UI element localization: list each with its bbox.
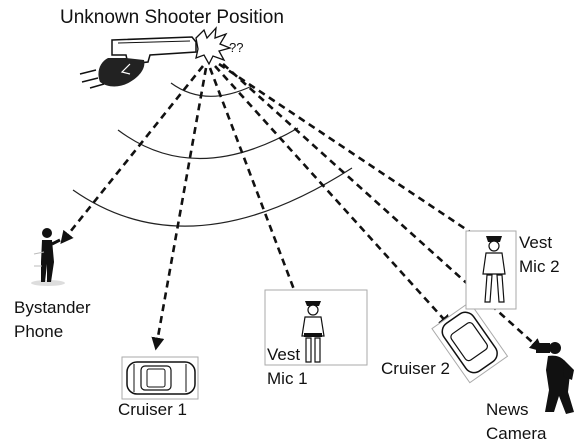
label-news-camera: News Camera	[486, 400, 547, 443]
ray-cruiser2	[214, 65, 452, 328]
unknown-mark: ??	[229, 40, 243, 55]
label-vest-mic-1: Vest Mic 1	[267, 345, 308, 388]
gun-icon	[79, 36, 197, 89]
label-cruiser-2: Cruiser 2	[381, 359, 450, 378]
muzzle-flash-icon	[195, 26, 233, 66]
sound-rays	[60, 62, 543, 352]
camera-operator-icon	[536, 342, 574, 414]
ray-vest1	[208, 67, 304, 311]
diagram-title: Unknown Shooter Position	[60, 7, 284, 28]
person-phone-icon	[31, 228, 65, 286]
ray-bystander	[60, 65, 205, 245]
ray-cruiser1	[151, 67, 208, 351]
ray-vest2	[218, 62, 497, 250]
sound-wave-arcs	[72, 82, 353, 227]
label-vest-mic-2: Vest Mic 2	[519, 233, 560, 276]
police-officer-icon	[264, 289, 368, 366]
police-car-icon	[431, 301, 509, 384]
police-car-icon	[121, 356, 199, 400]
police-officer-icon	[465, 230, 517, 310]
label-cruiser-1: Cruiser 1	[118, 400, 187, 419]
label-bystander-phone: Bystander Phone	[14, 298, 95, 341]
